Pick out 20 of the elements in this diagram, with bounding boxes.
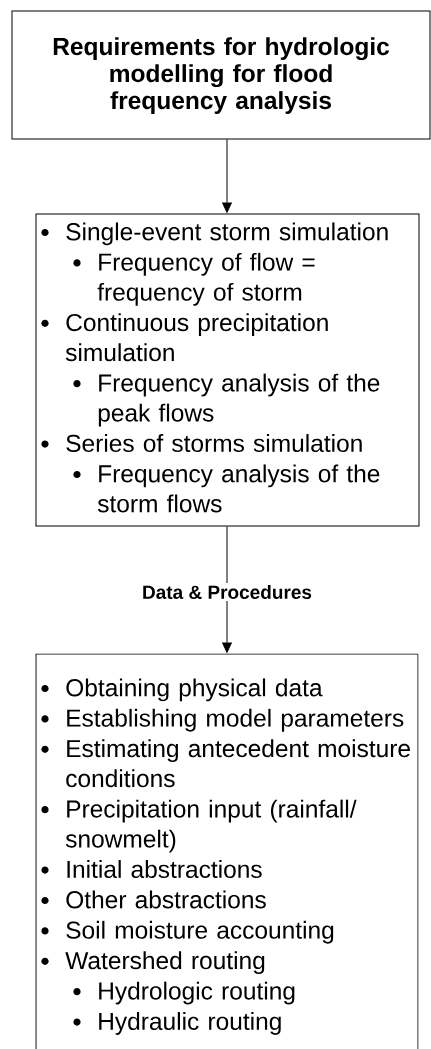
list-item: Hydraulic routing — [73, 1012, 281, 1035]
list-item: Soil moisture accounting — [41, 920, 334, 944]
title-box: Requirements for hydrologic modelling for flood frequency analysis — [11, 10, 431, 140]
list-item: Precipitation input (rainfall/ snowmelt) — [41, 799, 357, 853]
list-item: Frequency analysis of the storm flows — [73, 464, 380, 513]
edge-label: Data & Procedures — [140, 583, 314, 601]
arrow — [222, 139, 232, 213]
list-item: Single-event storm simulation — [41, 222, 388, 246]
list-item: Hydrologic routing — [73, 981, 295, 1005]
list-item: Series of storms simulation — [41, 434, 362, 453]
list-item: Estimating antecedent moisture conditions — [41, 739, 410, 788]
list-item: Watershed routing — [41, 951, 265, 975]
list-item: Continuous precipitation simulation — [41, 313, 328, 362]
list-item: Other abstractions — [41, 890, 266, 909]
list-item: Establishing model parameters — [41, 708, 404, 732]
list-item: Initial abstractions — [41, 860, 262, 879]
list-item: Frequency analysis of the peak flows — [73, 373, 380, 427]
list-item: Obtaining physical data — [41, 678, 323, 702]
arrow — [222, 526, 232, 653]
list-item: Frequency of flow = frequency of storm — [73, 252, 315, 306]
